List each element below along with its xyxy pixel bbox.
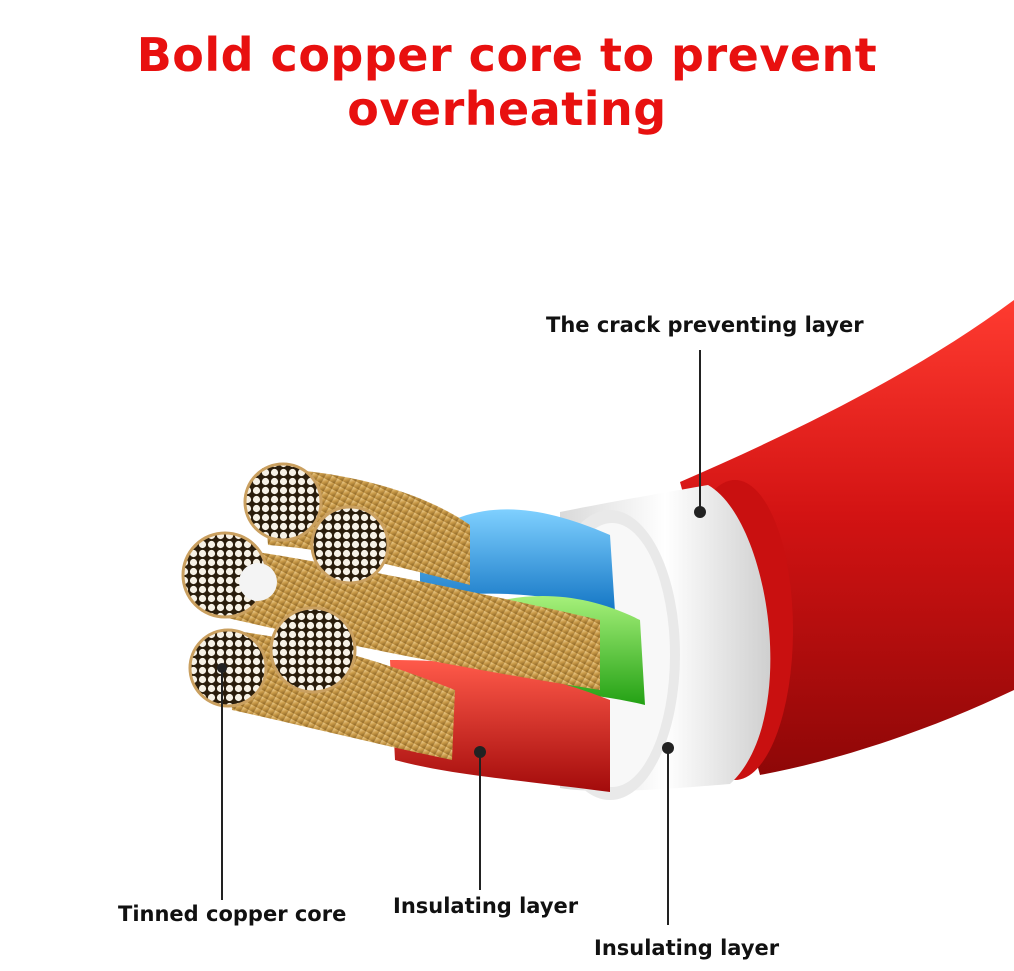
- label-crack-layer: The crack preventing layer: [546, 313, 864, 337]
- copper-strands-mid: [210, 545, 600, 690]
- label-tinned-core: Tinned copper core: [118, 902, 347, 926]
- headline: Bold copper core to prevent overheating: [136, 28, 878, 136]
- marker-insulating-outer: [662, 742, 674, 754]
- label-insulating-inner: Insulating layer: [393, 894, 579, 918]
- label-insulating-outer: Insulating layer: [594, 936, 780, 960]
- marker-tinned-core: [217, 663, 227, 673]
- marker-crack-layer: [694, 506, 706, 518]
- strand-end-right: [310, 505, 390, 585]
- strand-end-bottom: [188, 628, 268, 708]
- marker-insulating-inner: [474, 746, 486, 758]
- strand-end-center: [269, 606, 357, 694]
- strand-end-top: [243, 462, 323, 542]
